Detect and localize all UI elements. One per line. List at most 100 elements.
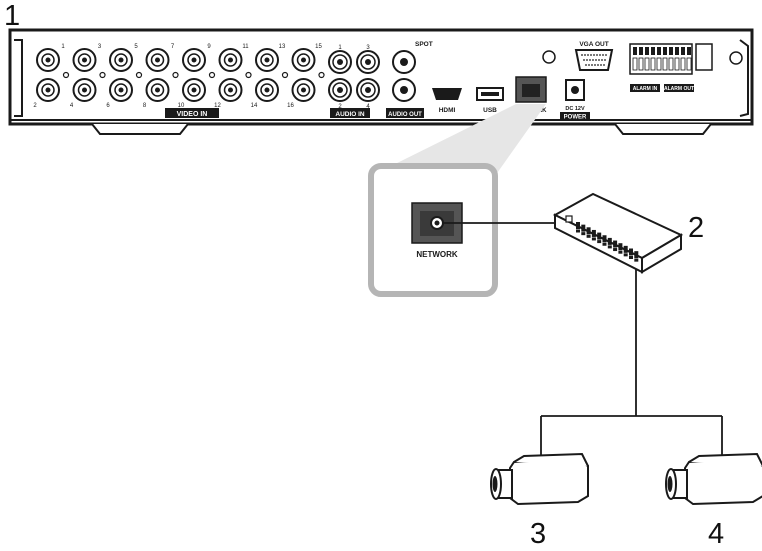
vga-pin: [591, 64, 593, 66]
bnc-connector-pin: [191, 87, 197, 93]
hub-port[interactable]: [613, 248, 618, 252]
alarm-terminal-slot: [650, 57, 656, 71]
zoom-connector-shade: [371, 104, 546, 176]
hub-port[interactable]: [623, 253, 628, 257]
hub-port[interactable]: [597, 232, 602, 240]
vga-pin: [594, 64, 596, 66]
callout-hub: 2: [688, 212, 705, 244]
vga-pin: [593, 54, 595, 56]
hub-port[interactable]: [581, 224, 586, 232]
vga-pin: [587, 54, 589, 56]
alarm-in-label-box: [630, 84, 660, 92]
video-in-channel-label: 2: [33, 103, 37, 109]
hub-port[interactable]: [576, 222, 580, 229]
hub-side: [641, 233, 682, 274]
video-in-channel-label: 12: [214, 103, 221, 109]
video-in-channel-label: 13: [279, 44, 286, 50]
alarm-terminal-pin[interactable]: [663, 47, 667, 55]
hub-port[interactable]: [613, 240, 618, 248]
hub-port[interactable]: [607, 237, 612, 245]
vga-pin: [586, 59, 588, 61]
alarm-terminal-slot: [638, 57, 644, 71]
hub-port[interactable]: [602, 242, 607, 246]
bnc-connector-pin: [82, 57, 87, 63]
camera-right-top: [688, 452, 762, 467]
alarm-terminal-pin[interactable]: [633, 47, 637, 55]
video-in-channel-label: 1: [61, 44, 65, 50]
audio-in-channel-label: 3: [366, 45, 370, 51]
hub-port[interactable]: [597, 240, 602, 244]
alarm-terminal-pin[interactable]: [669, 47, 673, 55]
alarm-terminal-pin[interactable]: [675, 47, 679, 55]
vga-pin: [605, 54, 607, 56]
screw-icon: [245, 71, 252, 79]
alarm-terminal-pin[interactable]: [639, 47, 643, 55]
vga-label: VGA OUT: [579, 41, 608, 48]
camera-left-top: [513, 452, 589, 467]
bnc-connector-pin: [82, 87, 87, 93]
bnc-connector-pin: [118, 57, 124, 63]
power-label: POWER: [564, 115, 587, 121]
hub-port[interactable]: [634, 258, 639, 262]
vga-pin: [601, 59, 603, 61]
alarm-terminal-slot: [686, 57, 692, 71]
hub-port[interactable]: [576, 229, 580, 233]
vga-pin: [581, 54, 583, 56]
vga-port[interactable]: [574, 49, 614, 71]
hub-port[interactable]: [591, 237, 596, 241]
hub-port[interactable]: [623, 245, 628, 253]
vga-pin: [598, 59, 600, 61]
audio-in-channel-label: 4: [366, 104, 370, 110]
hub-port[interactable]: [602, 235, 607, 243]
video-in-channel-label: 7: [171, 44, 175, 50]
bnc-connector-pin: [155, 87, 160, 93]
hub-port[interactable]: [591, 229, 596, 237]
hub-port[interactable]: [618, 243, 623, 251]
hub-port[interactable]: [629, 256, 633, 259]
screw-icon: [318, 71, 325, 79]
bnc-connector-pin: [301, 87, 306, 93]
hdmi-port[interactable]: [432, 88, 462, 100]
recorder-side-bracket-right: [739, 39, 749, 117]
rs485-terminal[interactable]: [695, 43, 713, 71]
hub-port[interactable]: [618, 250, 623, 254]
alarm-terminal-slot: [644, 57, 650, 71]
hub-port[interactable]: [629, 248, 633, 256]
hub-port[interactable]: [586, 234, 591, 238]
video-in-connectors: [36, 48, 325, 102]
alarm-terminal-pin[interactable]: [651, 47, 655, 55]
alarm-terminal-block: [629, 43, 694, 92]
audio-in-label-box: [330, 108, 370, 118]
network-hub: [552, 192, 684, 274]
network-port-socket: [522, 84, 540, 97]
bnc-connector-pin: [45, 57, 51, 63]
screw-icon: [542, 50, 556, 64]
hub-port[interactable]: [586, 227, 591, 235]
alarm-terminal-pin[interactable]: [681, 47, 685, 55]
power-label-top: DC 12V: [565, 106, 585, 112]
screw-icon: [208, 71, 216, 79]
bnc-connector-pin: [228, 57, 233, 63]
hdmi-label: HDMI: [439, 107, 456, 114]
hub-port[interactable]: [581, 232, 586, 236]
alarm-terminal-pin[interactable]: [645, 47, 649, 55]
hub-port[interactable]: [634, 251, 639, 259]
camera-right-lens-glass: [667, 476, 673, 492]
alarm-terminal-pin[interactable]: [657, 47, 661, 55]
vga-pin: [602, 54, 604, 56]
vga-pin: [596, 54, 598, 56]
alarm-terminal-pin[interactable]: [687, 47, 691, 55]
audio-in-label: AUDIO IN: [335, 111, 365, 118]
audio-in-channel-label: 1: [338, 45, 342, 51]
screw-icon: [172, 71, 179, 79]
vga-pin: [603, 64, 605, 66]
camera-left-lens-glass: [492, 476, 498, 492]
bnc-connector-pin: [264, 57, 270, 63]
video-in-channel-label: 10: [178, 103, 185, 109]
power-jack-pin: [571, 86, 579, 94]
video-in-label: VIDEO IN: [177, 111, 208, 118]
hub-port[interactable]: [607, 245, 612, 249]
